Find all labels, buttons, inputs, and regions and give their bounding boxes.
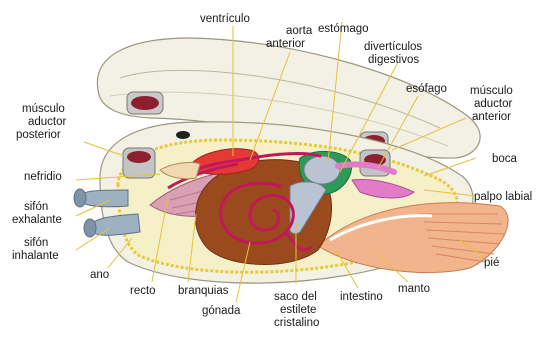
label-diverticulos-digestivos: divertículos digestivos xyxy=(364,41,425,66)
label-saco-line1: saco del xyxy=(274,291,317,303)
label-aorta-anterior-line2: anterior xyxy=(266,38,305,50)
label-aorta-anterior: aorta anterior xyxy=(266,25,315,50)
label-nefridio: nefridio xyxy=(24,171,62,183)
label-mda-line2: aductor xyxy=(474,98,513,110)
label-musculo-aductor-anterior: músculo aductor anterior xyxy=(470,85,516,123)
label-ventriculo: ventrículo xyxy=(200,13,250,25)
adductor-cut-posterior-upper xyxy=(127,92,163,114)
label-saco-line3: cristalino xyxy=(274,317,319,329)
label-musculo-aductor-posterior: músculo aductor posterior xyxy=(16,103,70,141)
label-boca: boca xyxy=(492,153,518,165)
label-saco-line2: estilete xyxy=(280,304,316,316)
label-palpo-labial: palpo labial xyxy=(474,191,532,203)
label-saco-estilete: saco del estilete cristalino xyxy=(274,291,320,329)
label-mdp-line1: músculo xyxy=(22,103,65,115)
label-diverticulos-line1: divertículos xyxy=(364,41,422,53)
label-sifon-exhalante-line2: exhalante xyxy=(12,214,62,226)
label-ano: ano xyxy=(90,269,109,281)
label-mdp-line2: aductor xyxy=(28,116,67,128)
label-estomago: estómago xyxy=(318,23,369,35)
label-sifon-inhalante-line1: sifón xyxy=(24,237,48,249)
label-sifon-inhalante: sifón inhalante xyxy=(12,237,59,262)
label-recto: recto xyxy=(130,285,156,297)
label-mda-line3: anterior xyxy=(472,111,511,123)
label-aorta-anterior-line1: aorta xyxy=(286,25,313,37)
label-sifon-exhalante-line1: sifón xyxy=(24,201,48,213)
label-esofago: esófago xyxy=(406,83,447,95)
posterior-adductor xyxy=(123,148,155,178)
label-diverticulos-line2: digestivos xyxy=(368,54,419,66)
label-branquias: branquias xyxy=(178,285,229,297)
label-sifon-exhalante: sifón exhalante xyxy=(12,201,62,226)
label-mda-line1: músculo xyxy=(470,85,513,97)
label-sifon-inhalante-line2: inhalante xyxy=(12,250,59,262)
label-pie: pié xyxy=(484,257,499,269)
label-mdp-line3: posterior xyxy=(16,129,61,141)
label-gonada: gónada xyxy=(202,305,241,317)
label-manto: manto xyxy=(398,283,430,295)
label-intestino: intestino xyxy=(340,291,383,303)
